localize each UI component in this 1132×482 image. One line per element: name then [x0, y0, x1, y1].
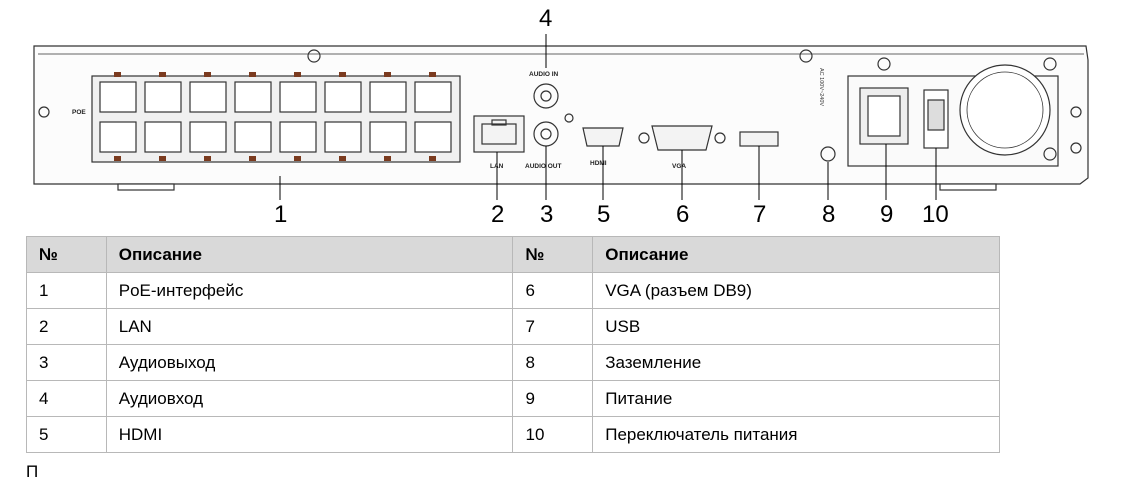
port-led: [384, 72, 391, 77]
header-number: №: [26, 236, 107, 273]
port-led: [339, 72, 346, 77]
row-description: PoE-интерфейс: [105, 272, 514, 309]
row-number: 3: [26, 344, 107, 381]
port-led: [159, 156, 166, 161]
poe-port: [189, 121, 227, 153]
port-led: [429, 72, 436, 77]
poe-port: [144, 81, 182, 113]
table-row: 2 LAN 7 USB: [26, 308, 1000, 345]
row-description: Аудиовыход: [105, 344, 514, 381]
foot-right: [939, 183, 997, 191]
poe-port: [279, 121, 317, 153]
poe-port: [414, 81, 452, 113]
ground-screw: [820, 146, 836, 162]
poe-port: [369, 121, 407, 153]
poe-ports: [99, 72, 452, 161]
port-led: [294, 72, 301, 77]
poe-port: [144, 121, 182, 153]
poe-port: [99, 121, 137, 153]
header-description: Описание: [105, 236, 514, 273]
usb-port: [739, 131, 779, 147]
screw-icon: [38, 106, 50, 118]
poe-port: [324, 121, 362, 153]
callout-4: 4: [539, 5, 552, 32]
poe-port: [324, 81, 362, 113]
audio-in-jack: [533, 83, 559, 109]
row-description: USB: [592, 308, 1000, 345]
row-description: LAN: [105, 308, 514, 345]
row-number: 9: [512, 380, 594, 417]
footer-text: П: [26, 462, 39, 481]
table-row: 4 Аудиовход 9 Питание: [26, 380, 1000, 417]
hdmi-label: HDMI: [590, 160, 607, 167]
header-description: Описание: [592, 236, 1000, 273]
port-led: [114, 72, 121, 77]
port-led: [294, 156, 301, 161]
port-led: [249, 72, 256, 77]
callout-9: 9: [880, 201, 893, 228]
port-led: [339, 156, 346, 161]
callout-10: 10: [922, 201, 949, 228]
port-led: [204, 72, 211, 77]
row-description: Переключатель питания: [592, 416, 1000, 453]
vga-port: [651, 125, 713, 151]
poe-port: [279, 81, 317, 113]
poe-port: [234, 121, 272, 153]
poe-port: [369, 81, 407, 113]
callout-2: 2: [491, 201, 504, 228]
port-led: [204, 156, 211, 161]
row-description: VGA (разъем DB9): [592, 272, 1000, 309]
row-number: 1: [26, 272, 107, 309]
nvr-rear-panel-diagram: POE LAN AUDIO IN AUDIO OUT HDMI VGA AC 1…: [33, 5, 1089, 228]
port-led: [114, 156, 121, 161]
row-number: 8: [512, 344, 594, 381]
row-number: 6: [512, 272, 594, 309]
foot-left: [117, 183, 175, 191]
screw-icon: [799, 49, 813, 63]
spec-table: № Описание № Описание 1 PoE-интерфейс 6 …: [26, 236, 1000, 453]
lan-label: LAN: [490, 163, 504, 170]
row-description: Аудиовход: [105, 380, 514, 417]
callout-5: 5: [597, 201, 610, 228]
callout-7: 7: [753, 201, 766, 228]
table-row: 5 HDMI 10 Переключатель питания: [26, 416, 1000, 453]
port-led: [429, 156, 436, 161]
header-number: №: [512, 236, 594, 273]
poe-port: [99, 81, 137, 113]
screw-icon: [307, 49, 321, 63]
fan: [959, 64, 1051, 156]
table-row: 3 Аудиовыход 8 Заземление: [26, 344, 1000, 381]
row-number: 7: [512, 308, 594, 345]
power-rating-label: AC 100V~240V: [818, 68, 824, 106]
vga-label: VGA: [672, 163, 686, 170]
screw-icon: [1070, 106, 1082, 118]
poe-port: [414, 121, 452, 153]
audio-in-label: AUDIO IN: [529, 71, 559, 78]
callout-6: 6: [676, 201, 689, 228]
row-number: 5: [26, 416, 107, 453]
poe-port: [189, 81, 227, 113]
row-number: 4: [26, 380, 107, 417]
table-row: 1 PoE-интерфейс 6 VGA (разъем DB9): [26, 272, 1000, 309]
row-description: Питание: [592, 380, 1000, 417]
audio-out-label: AUDIO OUT: [525, 163, 562, 170]
poe-label: POE: [72, 109, 86, 116]
port-led: [249, 156, 256, 161]
callout-1: 1: [274, 201, 287, 228]
port-led: [384, 156, 391, 161]
row-description: HDMI: [105, 416, 514, 453]
row-number: 2: [26, 308, 107, 345]
table-header-row: № Описание № Описание: [26, 236, 1000, 273]
row-description: Заземление: [592, 344, 1000, 381]
poe-port: [234, 81, 272, 113]
port-led: [159, 72, 166, 77]
callout-8: 8: [822, 201, 835, 228]
row-number: 10: [512, 416, 594, 453]
callout-3: 3: [540, 201, 553, 228]
hdmi-port: [582, 127, 624, 147]
